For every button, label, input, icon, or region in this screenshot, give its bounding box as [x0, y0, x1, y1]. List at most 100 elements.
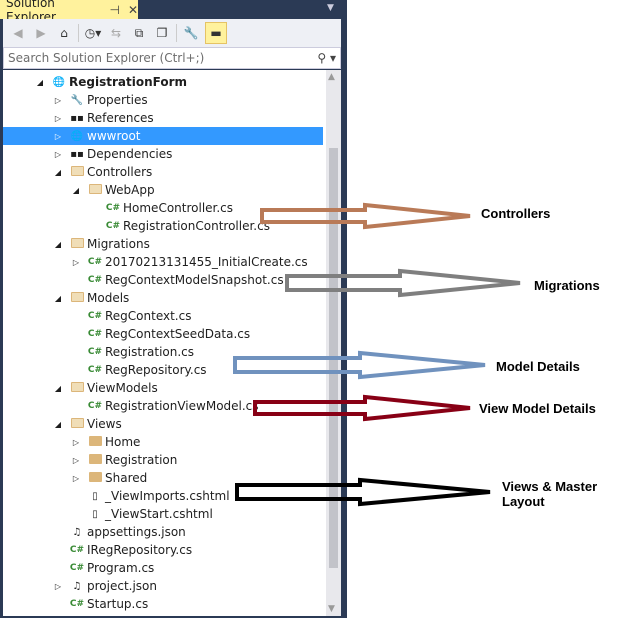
tree-item[interactable]: ▷▪▪References: [3, 109, 323, 127]
pin-icon[interactable]: ⊣: [109, 2, 120, 17]
folder-icon: [87, 453, 103, 467]
tree-item-label: _ViewImports.cshtml: [105, 489, 230, 503]
panel-menu-chevron-down-icon[interactable]: ▼: [327, 3, 334, 13]
search-icon[interactable]: ⚲ ▾: [317, 51, 336, 65]
properties-wrench-icon[interactable]: 🔧: [183, 26, 199, 40]
references-icon: ▪▪: [70, 112, 84, 124]
toolbar-divider: [176, 24, 177, 42]
scroll-up-icon[interactable]: ▲: [328, 72, 335, 82]
collapsed-chevron-icon[interactable]: ▷: [72, 257, 80, 267]
home-icon[interactable]: ⌂: [60, 26, 68, 40]
collapsed-chevron-icon[interactable]: ▷: [72, 437, 80, 447]
tree-item-label: Program.cs: [87, 561, 155, 575]
expanded-chevron-icon[interactable]: ◢: [36, 77, 44, 87]
tree-item-label: _ViewStart.cshtml: [105, 507, 213, 521]
toolbar: ◀ ▶ ⌂ ◷▾ ⇆ ⧉ ❐ 🔧 ▬: [3, 19, 341, 47]
toolbar-divider: [78, 24, 79, 42]
sync-icon[interactable]: ⇆: [110, 26, 122, 40]
csharp-icon: C#: [87, 329, 103, 339]
expanded-chevron-icon[interactable]: ◢: [54, 239, 62, 249]
tree-item-label: 20170213131455_InitialCreate.cs: [105, 255, 308, 269]
tree-item-label: appsettings.json: [87, 525, 186, 539]
close-icon[interactable]: ✕: [127, 2, 138, 17]
annotation-arrow: [260, 202, 471, 230]
tree-item[interactable]: ▷ C#20170213131455_InitialCreate.cs: [3, 253, 323, 271]
tree-item[interactable]: C#RegistrationController.cs: [3, 217, 323, 235]
tree-item[interactable]: C#IRegRepository.cs: [3, 541, 323, 559]
razor-file-icon: ▯: [92, 508, 98, 520]
razor-file-icon: ▯: [92, 490, 98, 502]
tree-item[interactable]: ◢ Models: [3, 289, 323, 307]
expanded-chevron-icon[interactable]: ◢: [72, 185, 80, 195]
tree-item-label: ViewModels: [87, 381, 158, 395]
folder-icon: [87, 471, 103, 485]
tree-item[interactable]: ◢ ViewModels: [3, 379, 323, 397]
folder-open-icon: [69, 417, 85, 431]
csharp-icon: C#: [87, 311, 103, 321]
tree-item[interactable]: ◢Controllers: [3, 163, 323, 181]
annotation-label: Controllers: [481, 206, 551, 221]
tree-item[interactable]: ▷ Registration: [3, 451, 323, 469]
tree-item[interactable]: ▷Home: [3, 433, 323, 451]
expanded-chevron-icon[interactable]: ◢: [54, 383, 62, 393]
tree-item[interactable]: ▯ _ViewStart.cshtml: [3, 505, 323, 523]
tree-item[interactable]: C#Registration.cs: [3, 343, 323, 361]
preview-selected-icon[interactable]: ▬: [205, 22, 227, 44]
tree-item[interactable]: ◢Views: [3, 415, 323, 433]
csharp-icon: C#: [87, 257, 103, 267]
scroll-down-icon[interactable]: ▼: [328, 604, 335, 614]
tree-item[interactable]: ▷ ▪▪Dependencies: [3, 145, 323, 163]
folder-open-icon: [87, 183, 103, 197]
tree-item[interactable]: ◢WebApp: [3, 181, 323, 199]
collapsed-chevron-icon[interactable]: ▷: [72, 455, 80, 465]
references-icon: ▪▪: [70, 148, 84, 160]
tree-item[interactable]: ♫appsettings.json: [3, 523, 323, 541]
tree-item[interactable]: C#Program.cs: [3, 559, 323, 577]
collapsed-chevron-icon[interactable]: ▷: [54, 113, 62, 123]
search-input[interactable]: [8, 51, 318, 65]
expanded-chevron-icon[interactable]: ◢: [54, 419, 62, 429]
tree-item[interactable]: ▷🔧Properties: [3, 91, 323, 109]
tree-item[interactable]: C#Startup.cs: [3, 595, 323, 613]
tree-item[interactable]: C#RegistrationViewModel.cs: [3, 397, 323, 415]
tree-item-label: Models: [87, 291, 130, 305]
collapsed-chevron-icon[interactable]: ▷: [72, 473, 80, 483]
tree-item[interactable]: ▷♫project.json: [3, 577, 323, 595]
collapse-all-icon[interactable]: ⧉: [134, 25, 144, 40]
tree-item[interactable]: ◢ Migrations: [3, 235, 323, 253]
tree-item-label: Registration: [105, 453, 178, 467]
tree-item[interactable]: C#HomeController.cs: [3, 199, 323, 217]
show-all-files-icon[interactable]: ❐: [156, 26, 168, 40]
expanded-chevron-icon[interactable]: ◢: [54, 293, 62, 303]
collapsed-chevron-icon[interactable]: ▷: [54, 581, 62, 591]
tree-item[interactable]: ▷🌐wwwroot: [3, 127, 323, 145]
tree-item-label: Dependencies: [87, 147, 173, 161]
collapsed-chevron-icon[interactable]: ▷: [54, 131, 62, 141]
tree-item[interactable]: ▯ _ViewImports.cshtml: [3, 487, 323, 505]
web-project-icon: 🌐: [52, 76, 66, 88]
tree-item[interactable]: C#RegContextModelSnapshot.cs: [3, 271, 323, 289]
csharp-icon: C#: [87, 347, 103, 357]
csharp-icon: C#: [87, 401, 103, 411]
tree-item[interactable]: C#RegContext.cs: [3, 307, 323, 325]
collapsed-chevron-icon[interactable]: ▷: [54, 149, 62, 159]
back-icon[interactable]: ◀: [13, 26, 23, 40]
expanded-chevron-icon[interactable]: ◢: [54, 167, 62, 177]
collapsed-chevron-icon[interactable]: ▷: [54, 95, 62, 105]
forward-icon[interactable]: ▶: [36, 26, 46, 40]
annotation-label: Views & Master Layout: [502, 479, 598, 509]
tree-item[interactable]: C#RegContextSeedData.cs: [3, 325, 323, 343]
csharp-icon: C#: [69, 563, 85, 573]
csharp-icon: C#: [87, 275, 103, 285]
annotation-arrow: [235, 477, 491, 507]
folder-open-icon: [69, 291, 85, 305]
csharp-icon: C#: [105, 203, 121, 213]
tree-item[interactable]: ◢🌐RegistrationForm: [3, 73, 323, 91]
pending-changes-icon[interactable]: ◷▾: [84, 26, 102, 40]
tree-item[interactable]: C#RegRepository.cs: [3, 361, 323, 379]
tree-item-label: Migrations: [87, 237, 150, 251]
tree-item[interactable]: ▷Shared: [3, 469, 323, 487]
search-box[interactable]: ⚲ ▾: [3, 47, 341, 69]
folder-open-icon: [69, 237, 85, 251]
annotation-arrow: [285, 268, 521, 298]
